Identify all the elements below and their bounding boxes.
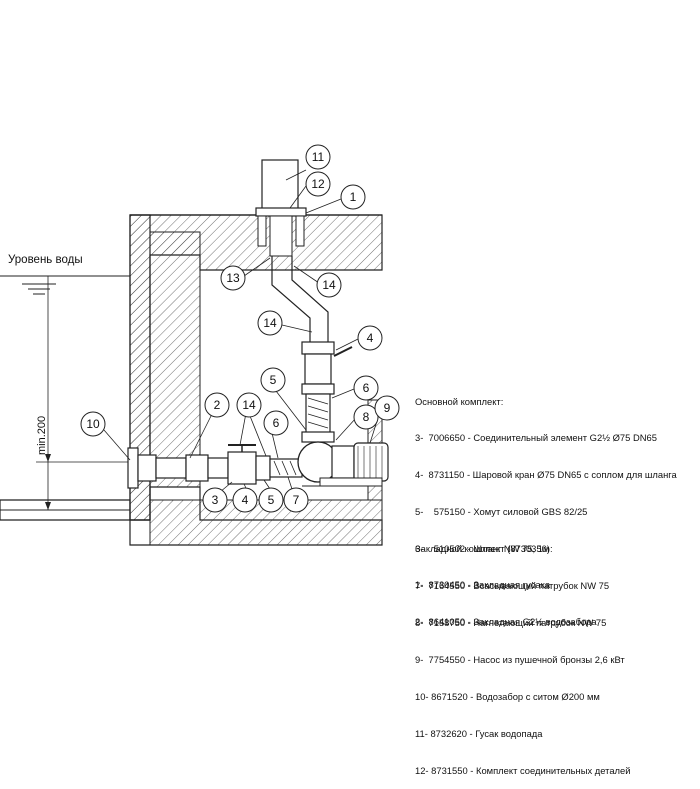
callout-7: 7 [283,487,309,513]
callout-9: 9 [374,395,400,421]
callout-6-top: 6 [353,375,379,401]
callout-14-mid: 14 [257,310,283,336]
svg-text:2: 2 [214,398,221,412]
svg-text:8: 8 [363,410,370,424]
svg-text:3: 3 [212,493,219,507]
main-kit-item: 3- 7006650 - Соединительный элемент G2½ … [415,432,657,444]
svg-text:14: 14 [263,316,277,330]
callout-6-low: 6 [263,410,289,436]
main-kit-item: 6- 510502 - Шланг NW 75, 1м [415,543,550,555]
svg-text:6: 6 [363,381,370,395]
svg-text:7: 7 [293,493,300,507]
water-level: Уровень воды [0,254,130,295]
svg-text:9: 9 [384,401,391,415]
gooseneck [255,159,307,257]
callout-4-low: 4 [232,487,258,513]
svg-text:14: 14 [322,278,336,292]
suction-line [127,444,303,489]
main-kit-item: 10- 8671520 - Водозабор с ситом Ø200 мм [415,690,600,702]
svg-text:12: 12 [311,177,325,191]
svg-text:5: 5 [270,373,277,387]
main-kit-item: 5- 575150 - Хомут силовой GBS 82/25 [415,506,588,518]
callout-11: 11 [305,144,331,170]
svg-text:10: 10 [86,417,100,431]
main-kit-item: 4- 8731150 - Шаровой кран Ø75 DN65 с соп… [415,469,677,481]
callout-13: 13 [220,265,246,291]
embed-kit-item: 2- 8641050 - Закладная G2½ водозабора [415,616,597,628]
pump-assembly [297,441,389,487]
callout-12: 12 [305,171,331,197]
svg-text:13: 13 [226,271,240,285]
callout-10: 10 [80,411,106,437]
svg-text:4: 4 [242,493,249,507]
callout-14-top: 14 [316,272,342,298]
water-level-label: Уровень воды [8,254,83,266]
callout-1: 1 [340,184,366,210]
dimension-label: min.200 [36,416,48,455]
callout-4-top: 4 [357,325,383,351]
callout-5-top: 5 [260,367,286,393]
svg-text:4: 4 [367,331,374,345]
callout-2: 2 [204,392,230,418]
main-kit-item: 9- 7754550 - Насос из пушечной бронзы 2,… [415,653,625,665]
main-kit-title: Основной комплект: [415,395,504,407]
main-kit-item: 11- 8732620 - Гусак водопада [415,727,543,739]
callout-3: 3 [202,487,228,513]
svg-text:14: 14 [242,398,256,412]
svg-text:5: 5 [268,493,275,507]
embed-kit-legend: Закладной комплект (8730350): 1- 8730450… [415,518,597,641]
main-kit-item: 12- 8731550 - Комплект соединительных де… [415,764,631,776]
embed-kit-title: Закладной комплект (8730350): [415,542,553,554]
callouts: 11 12 1 13 14 14 4 5 6 8 9 10 2 14 6 3 4… [80,144,400,513]
installation-diagram: Уровень воды min.200 [0,144,400,546]
svg-text:6: 6 [273,416,280,430]
svg-text:11: 11 [312,150,325,164]
callout-14-low: 14 [236,392,262,418]
callout-8: 8 [353,404,379,430]
embed-kit-item: 1- 8730450 - Закладная гусака [415,579,551,591]
main-kit-item: 7- 7164550 - Всасывающий патрубок NW 75 [415,580,610,592]
callout-5-low: 5 [258,487,284,513]
main-kit-item: 8- 7158750 - Нагнетающий патрубок NW 75 [415,616,607,628]
svg-text:1: 1 [350,190,357,204]
min-depth-dimension: min.200 [36,276,140,510]
